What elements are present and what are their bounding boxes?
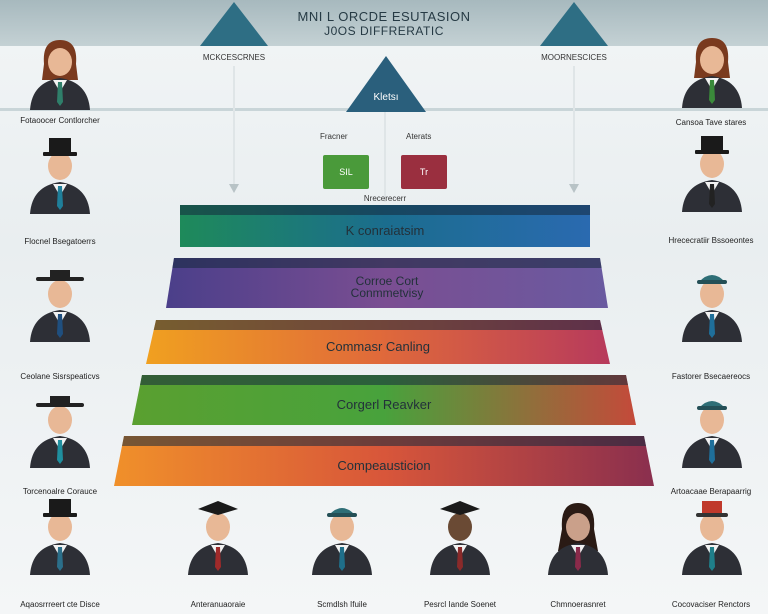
bottom_people-person-label: Pesrcl Iande Soenet	[423, 600, 497, 609]
right_people-person-label: Artoacaae Berapaarrig	[670, 487, 752, 496]
left_people-person-label: Aqaosrrreert cte Disce	[20, 600, 100, 609]
tier-1-top-edge	[180, 205, 590, 215]
tier-4: Corgerl Reavker	[132, 375, 636, 425]
page-title: MNI L ORCDE ESUTASION J0OS DIFFRERATIC	[0, 9, 768, 39]
man-tophat-icon	[20, 134, 100, 214]
green-flag-icon: SIL	[323, 155, 369, 189]
tier-3-label: Commasr Canling	[325, 338, 431, 354]
bottom_people-person-label: Scmdlsh Ifuile	[317, 600, 367, 609]
man-flathat-icon	[20, 262, 100, 342]
woman-dark-icon	[538, 495, 618, 575]
title-line-1: MNI L ORCDE ESUTASION	[297, 9, 471, 24]
man-wideflat-icon	[20, 388, 100, 468]
man-cap-icon	[672, 388, 752, 468]
bottom_people-person-label: Chmnoerasnret	[550, 600, 606, 609]
right_people-person-label: Fastorer Bsecaereocs	[671, 372, 751, 381]
left_people-person-label: Ceolane Sisrspeaticvs	[20, 372, 100, 381]
center-triangle-label: Kletsı	[373, 92, 399, 103]
man-tophat-icon	[20, 495, 100, 575]
tier-4-top-edge	[132, 375, 636, 385]
right-guide-arrow-icon	[569, 184, 579, 193]
left_people-person-label: Flocnel Bsegatoerrs	[24, 237, 96, 246]
bottom_people-person-label: Anteranuaoraie	[190, 600, 246, 609]
tier-1: K conraiatsim	[180, 205, 590, 247]
tier-5-top-edge	[114, 436, 654, 446]
man-redhat-icon	[672, 495, 752, 575]
right_people-person-label: Cocovaciser Renctors	[671, 600, 751, 609]
left-triangle-icon	[200, 2, 268, 46]
left-guide-arrow-icon	[229, 184, 239, 193]
right-triangle-icon	[540, 2, 608, 46]
tier-2: Corroe Cort Conmmetvisy	[166, 258, 608, 308]
man-graduate-icon	[420, 495, 500, 575]
man-graduate-icon	[178, 495, 258, 575]
title-line-2: J0OS DIFFRERATIC	[324, 24, 444, 38]
man-cap-icon	[672, 262, 752, 342]
left-guide-line	[233, 66, 235, 186]
left_people-person-label: Fotaoocer Contlorcher	[20, 116, 100, 125]
center-right-caption: Aterats	[406, 132, 432, 141]
flags-caption: Nrecerecerr	[363, 194, 407, 203]
left_people-person-label: Torcenoalre Corauce	[22, 487, 98, 496]
woman-professional-icon	[672, 28, 752, 108]
tier-2-label: Corroe Cort Conmmetvisy	[350, 274, 424, 300]
tier-2-top-edge	[166, 258, 608, 268]
left-triangle-caption: MCKCESCRNES	[202, 53, 266, 62]
right_people-person-label: Cansoa Tave stares	[675, 118, 747, 127]
right_people-person-label: Hrececratiir Bssoeontes	[668, 236, 754, 245]
man-cap-icon	[302, 495, 382, 575]
header-band	[0, 0, 768, 46]
red-flag-icon: Tr	[401, 155, 447, 189]
man-tophat-icon	[672, 132, 752, 212]
tier-3: Commasr Canling	[146, 320, 610, 364]
tier-5-label: Compeausticion	[337, 457, 431, 473]
tier-3-top-edge	[146, 320, 610, 330]
woman-professional-icon	[20, 30, 100, 110]
right-triangle-caption: MOORNESCICES	[541, 53, 607, 62]
tier-4-label: Corgerl Reavker	[336, 396, 432, 412]
right-guide-line	[573, 66, 575, 186]
center-guide-line	[384, 112, 386, 202]
tier-5: Compeausticion	[114, 436, 654, 486]
tier-1-label: K conraiatsim	[345, 222, 425, 238]
center-triangle-icon	[346, 56, 426, 112]
center-left-caption: Fracner	[320, 132, 348, 141]
